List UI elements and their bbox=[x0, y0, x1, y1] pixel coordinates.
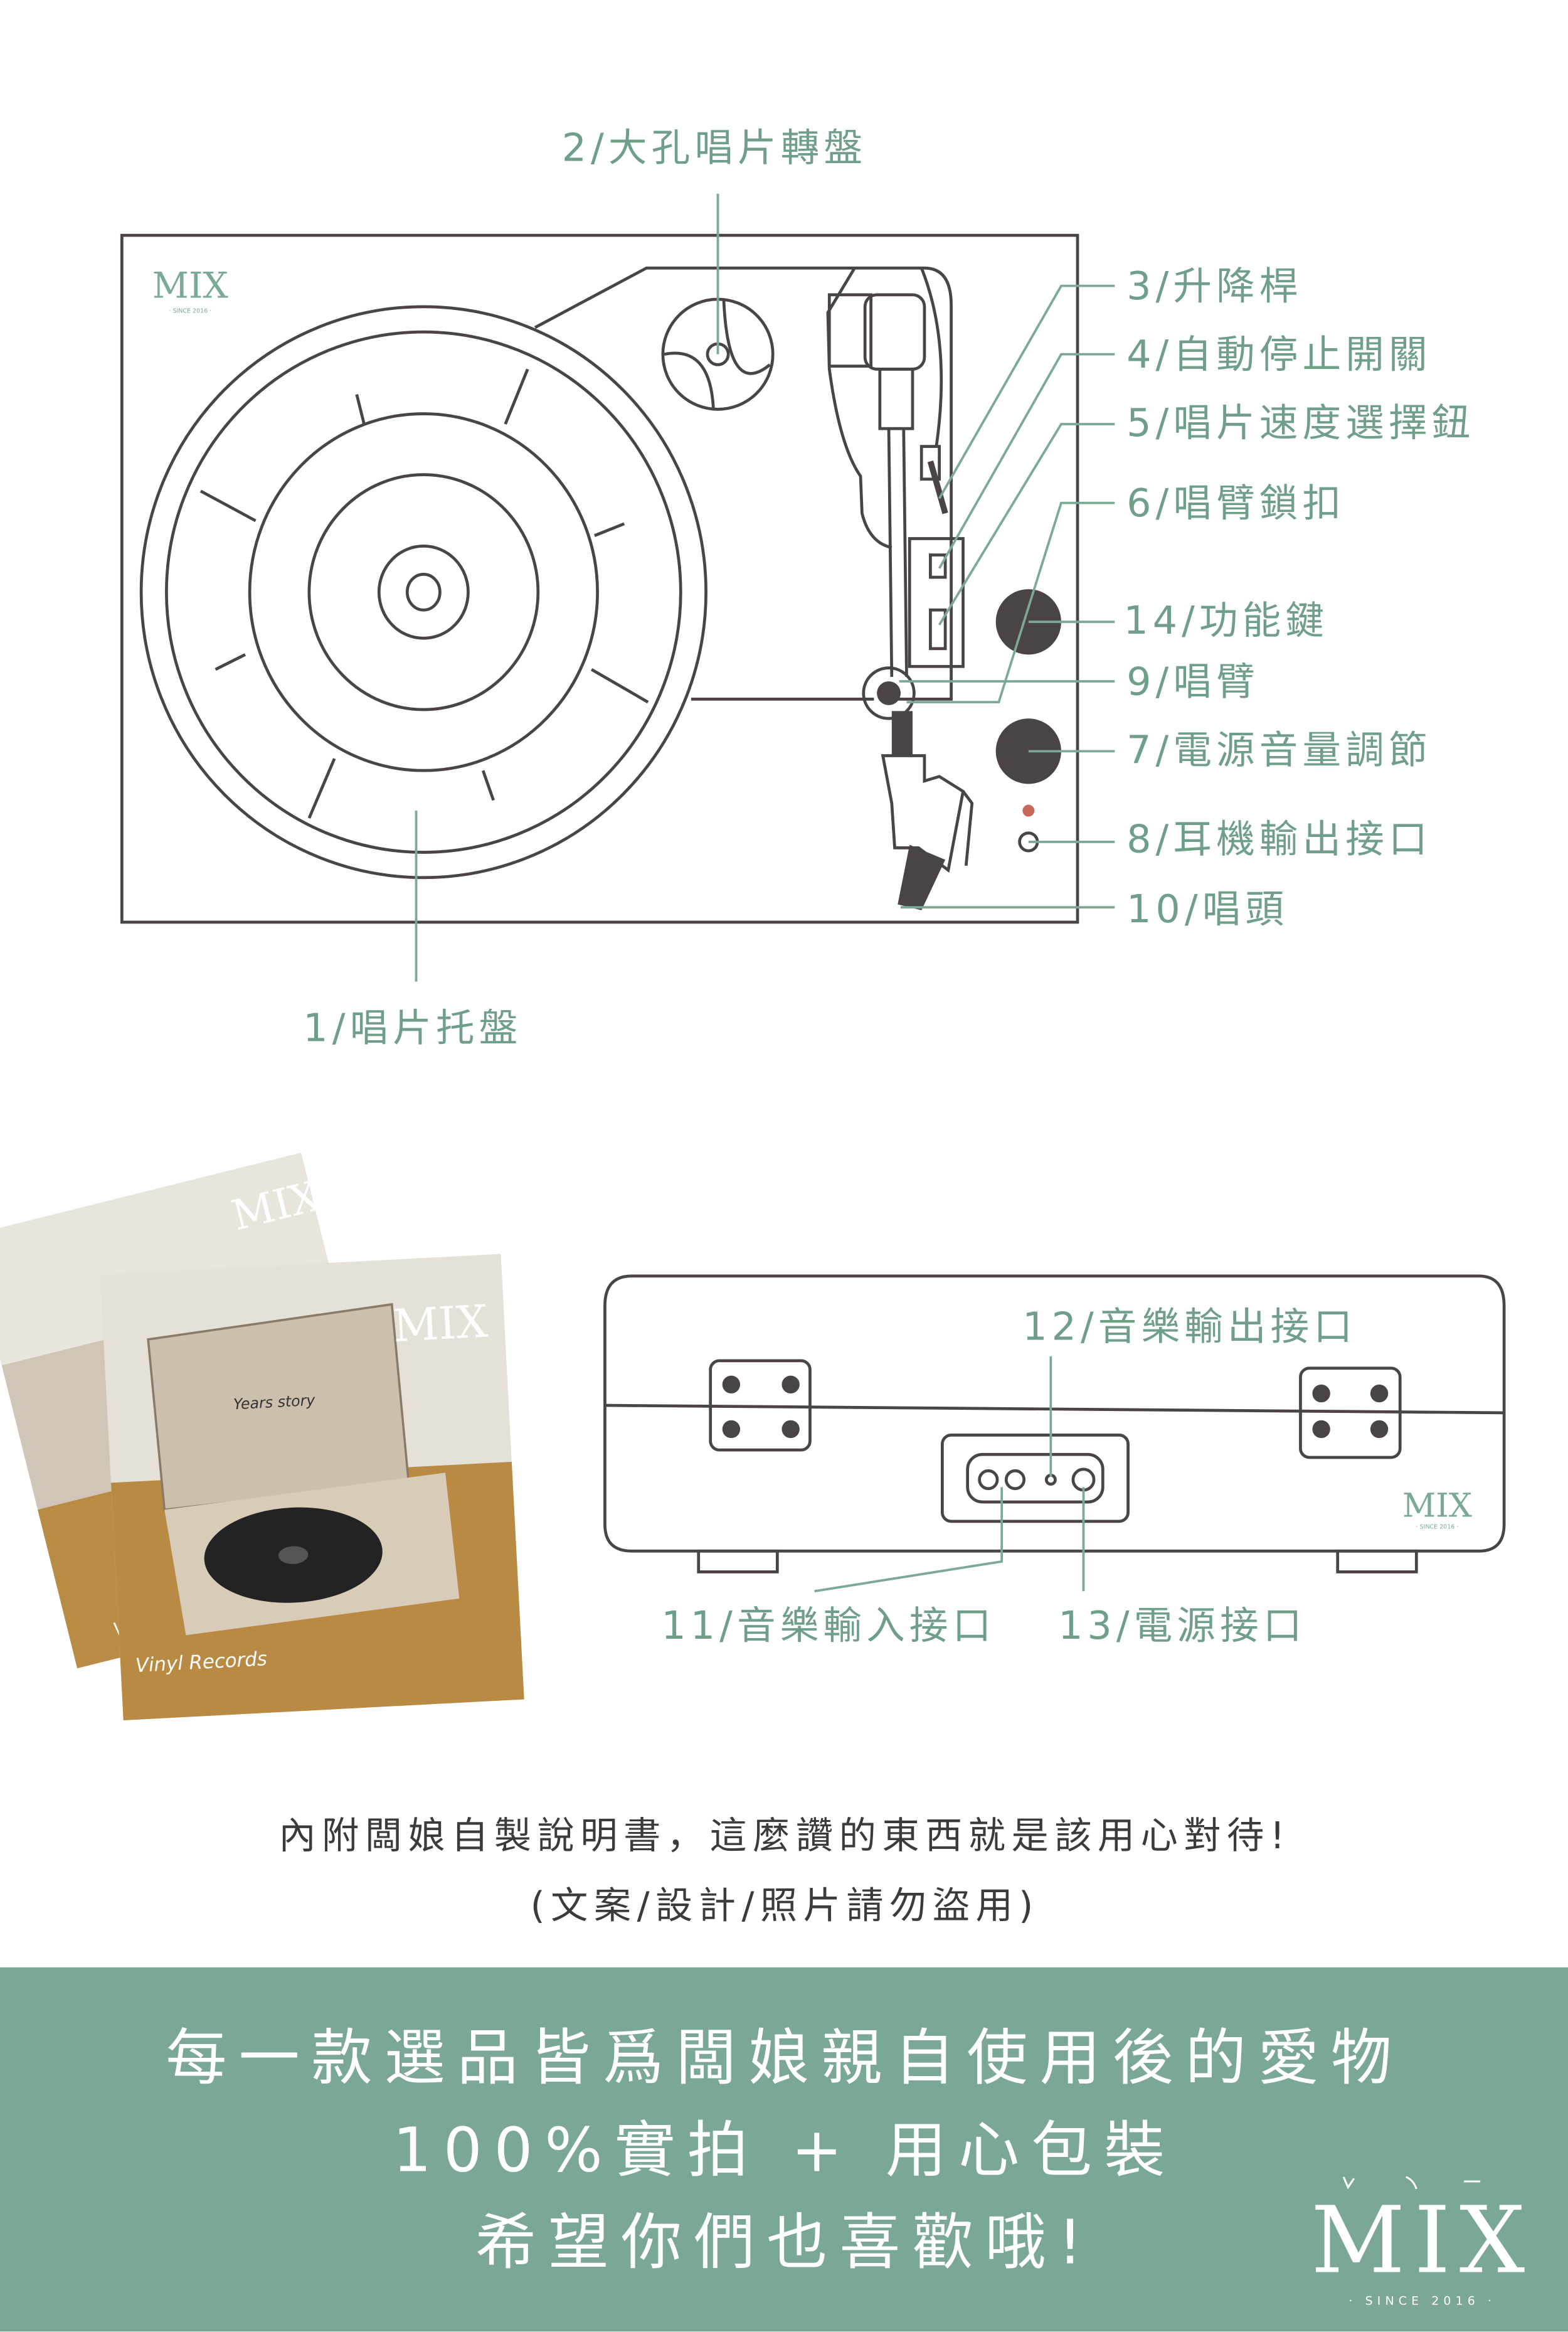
label-music-input: 11/音樂輸入接口 bbox=[662, 1603, 996, 1648]
leader-lines bbox=[415, 193, 1115, 982]
port-panel bbox=[941, 1434, 1130, 1523]
power-led bbox=[1022, 804, 1035, 817]
plinth-outline bbox=[534, 266, 953, 701]
label-headphone: 8/耳機輸出接口 bbox=[1126, 817, 1431, 862]
mini-logo: MIX · SINCE 2016 · bbox=[152, 265, 229, 315]
mini-logo-since: · SINCE 2016 · bbox=[169, 307, 211, 314]
rca-right bbox=[1004, 1469, 1026, 1491]
logo-since: · SINCE 2016 · bbox=[1348, 2294, 1496, 2308]
platter bbox=[139, 305, 707, 880]
footer-banner: 每一款選品皆爲闆娘親自使用後的愛物 100%實拍 + 用心包裝 希望你們也喜歡哦… bbox=[0, 1967, 1568, 2332]
turntable-back-diagram: MIX · SINCE 2016 · 12/音樂輸出接口 11/音樂輸入接口 1… bbox=[603, 1274, 1506, 1648]
label-music-output: 12/音樂輸出接口 bbox=[1022, 1304, 1357, 1350]
mini-logo-text: MIX bbox=[152, 265, 229, 307]
label-cartridge: 10/唱頭 bbox=[1126, 886, 1288, 932]
mix-logo: MIX · SINCE 2016 · bbox=[1311, 2176, 1534, 2308]
mini-logo-back: MIX · SINCE 2016 · bbox=[1402, 1488, 1472, 1531]
label-volume: 7/電源音量調節 bbox=[1126, 727, 1431, 772]
label-platter-adapter: 2/大孔唱片轉盤 bbox=[562, 125, 867, 171]
banner-line-2: 100%實拍 + 用心包裝 bbox=[393, 2114, 1177, 2185]
turntable-top-diagram: MIX · SINCE 2016 · bbox=[120, 125, 1475, 1050]
front-photo-logo: MIX bbox=[391, 1295, 489, 1352]
lift-lever bbox=[919, 445, 941, 481]
corner-plate-right bbox=[1299, 1366, 1402, 1459]
case-back-outline bbox=[603, 1274, 1506, 1553]
caption-line-2: (文案/設計/照片請勿盜用) bbox=[531, 1884, 1039, 1927]
label-arm-lock: 6/唱臂鎖扣 bbox=[1126, 481, 1345, 526]
manual-photo-front: Years story MIX Vinyl Records bbox=[100, 1254, 524, 1721]
case-script: Years story bbox=[233, 1392, 316, 1414]
manual-photos: MIX Vinyl Years story MIX Vinyl Records bbox=[0, 1153, 524, 1721]
label-auto-stop: 4/自動停止開關 bbox=[1126, 332, 1431, 377]
banner-line-1: 每一款選品皆爲闆娘親自使用後的愛物 bbox=[166, 2022, 1404, 2093]
caption-line-1: 內附闆娘自製說明書，這麼讚的東西就是該用心對待! bbox=[278, 1814, 1291, 1857]
rca-left bbox=[978, 1469, 999, 1491]
banner-line-3: 希望你們也喜歡哦! bbox=[475, 2207, 1094, 2277]
adapter-45 bbox=[661, 297, 775, 411]
label-power-port: 13/電源接口 bbox=[1058, 1603, 1306, 1648]
mini-logo-back-since: · SINCE 2016 · bbox=[1416, 1524, 1459, 1531]
label-tonearm: 9/唱臂 bbox=[1126, 659, 1259, 704]
mini-logo-back-text: MIX bbox=[1402, 1488, 1472, 1525]
logo-wordmark: MIX bbox=[1311, 2187, 1534, 2294]
label-function-key: 14/功能鍵 bbox=[1123, 598, 1328, 643]
label-lift-lever: 3/升降桿 bbox=[1126, 264, 1302, 309]
label-record-tray: 1/唱片托盤 bbox=[303, 1005, 522, 1050]
switch-panel bbox=[908, 537, 965, 668]
tonearm bbox=[826, 267, 974, 910]
label-speed-selector: 5/唱片速度選擇鈕 bbox=[1126, 400, 1475, 445]
diagram-frame bbox=[120, 233, 1079, 924]
corner-plate-left bbox=[709, 1359, 812, 1452]
power-jack bbox=[1071, 1467, 1096, 1492]
